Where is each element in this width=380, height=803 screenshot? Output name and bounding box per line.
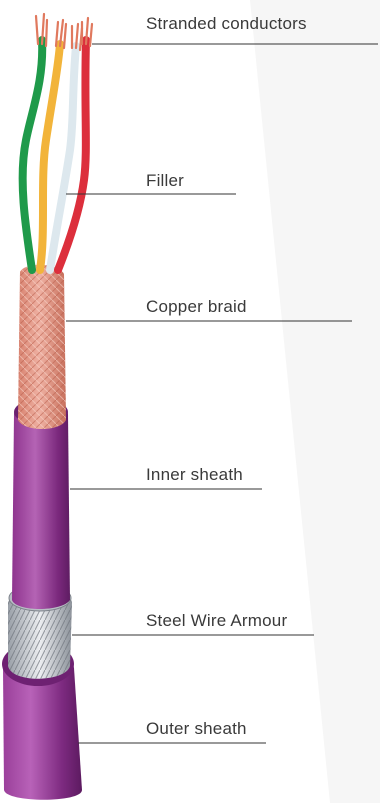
- label-copper-braid: Copper braid: [146, 297, 247, 317]
- label-inner-sheath: Inner sheath: [146, 465, 243, 485]
- copper-braid-texture: [18, 265, 66, 429]
- label-filler: Filler: [146, 171, 184, 191]
- strand-tip-green: [36, 14, 47, 46]
- background-shade: [250, 0, 380, 803]
- label-outer-sheath: Outer sheath: [146, 719, 247, 739]
- label-steel-wire-armour: Steel Wire Armour: [146, 611, 287, 631]
- inner-sheath: [12, 402, 70, 609]
- label-stranded-conductors: Stranded conductors: [146, 14, 307, 34]
